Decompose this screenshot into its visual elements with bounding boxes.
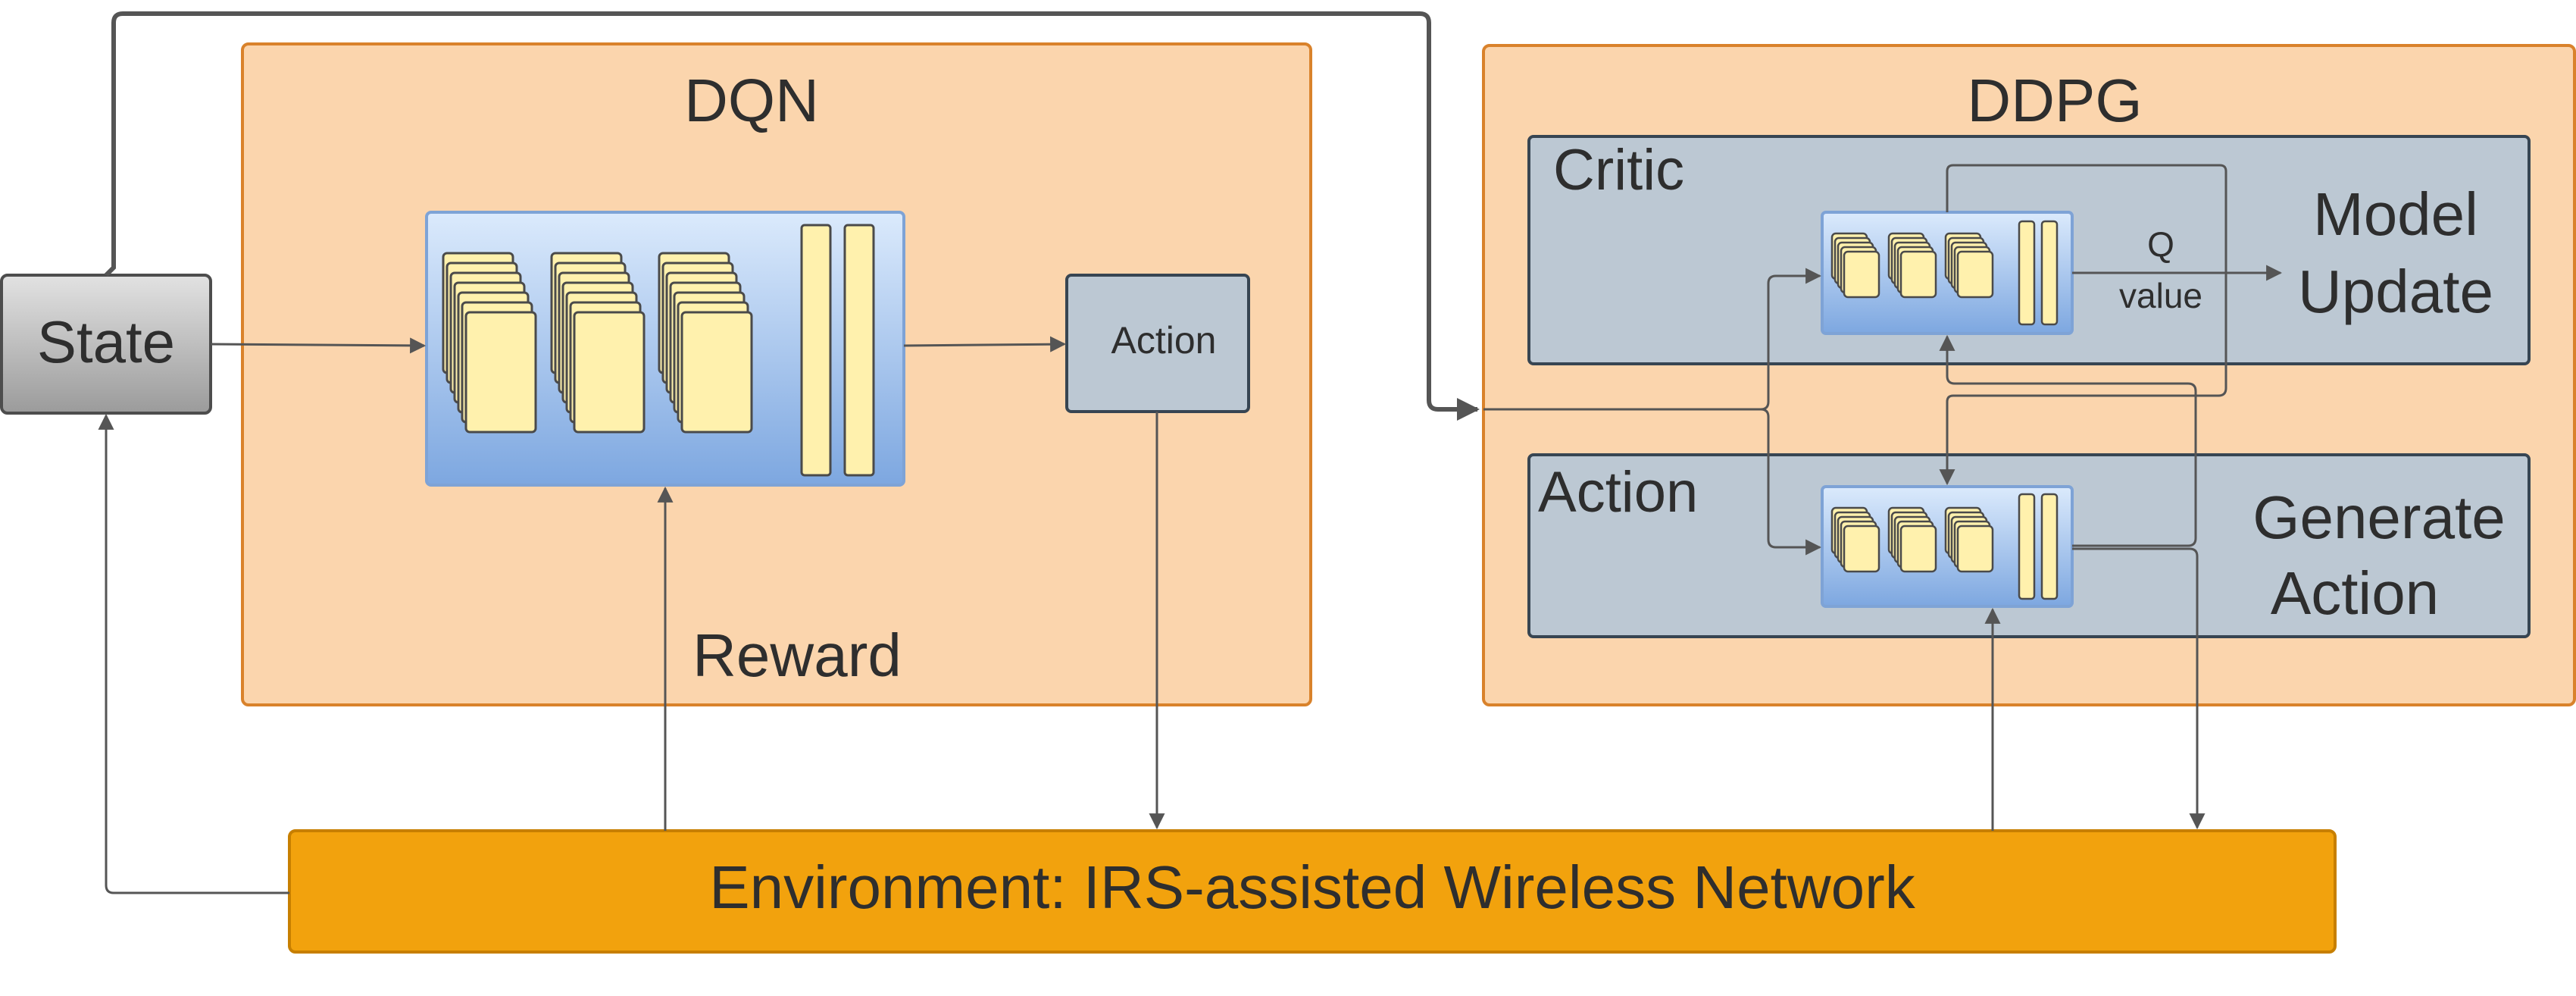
reward-label: Reward [692,622,902,689]
line-state-to-actor [1760,408,1822,556]
dense-layer [2040,220,2059,326]
arrow-state-to-ddpg [104,11,1480,421]
state-label: State [37,309,175,375]
actor-label: Action [1538,460,1698,525]
actor-conv-layers [1830,493,2059,600]
line-critic-feedback [1939,164,2227,486]
model-update-line1: Model [2313,180,2478,248]
dense-layer [800,224,832,477]
feature-map [1899,250,1937,299]
feature-map [1956,525,1994,573]
arrow-state-to-dqn [210,337,427,354]
feature-map [1843,250,1880,299]
ddpg-title: DDPG [1967,67,2142,134]
arrow-environment-to-state [98,413,289,894]
feature-map [1843,525,1880,573]
dqn-action-label: Action [1111,319,1217,362]
q-value-label-value: value [2119,276,2202,315]
arrow-dqn-to-action [903,336,1067,352]
generate-action-line2: Action [2271,559,2439,627]
dense-layer [2040,493,2059,600]
dqn-conv-layers [442,224,875,477]
feature-map [680,311,753,434]
arrow-actor-to-environment [2072,547,2206,830]
model-update-line2: Update [2298,258,2493,325]
feature-map [573,311,646,434]
critic-label: Critic [1553,138,1684,202]
dense-layer [2018,220,2036,326]
feature-map [1956,250,1994,299]
dense-layer [843,224,875,477]
q-value-label-q: Q [2147,224,2174,264]
feature-map [1899,525,1937,573]
critic-conv-layers [1830,220,2059,326]
feature-map [464,311,537,434]
environment-label: Environment: IRS-assisted Wireless Netwo… [709,853,1916,921]
generate-action-line1: Generate [2252,484,2506,551]
line-actor-output-to-critic [1939,334,2197,547]
dense-layer [2018,493,2036,600]
dqn-title: DQN [684,67,819,134]
environment-box [288,829,2337,954]
